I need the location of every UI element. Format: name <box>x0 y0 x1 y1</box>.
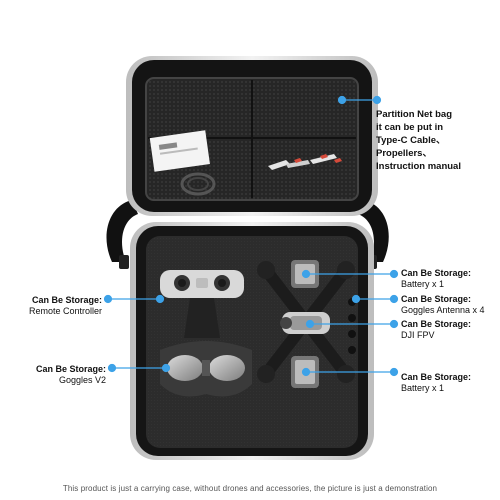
antenna-callout: Can Be Storage: Goggles Antenna x 4 <box>401 294 485 316</box>
dji-fpv-sub: DJI FPV <box>401 330 435 340</box>
goggles-sub: Goggles V2 <box>58 375 106 385</box>
remote-sub: Remote Controller <box>28 306 102 316</box>
case-lid <box>126 56 378 216</box>
net-line-5: Instruction manual <box>376 161 461 172</box>
battery-top-sub: Battery x 1 <box>401 279 445 289</box>
dji-fpv-title: Can Be Storage: <box>401 319 472 329</box>
net-line-1: Partition Net bag <box>376 109 453 120</box>
net-line-3: Type-C Cable、 <box>376 135 446 146</box>
goggles-callout: Can Be Storage: Goggles V2 <box>36 364 106 386</box>
battery-top-callout: Can Be Storage: Battery x 1 <box>401 268 471 290</box>
remote-title: Can Be Storage: <box>31 295 102 305</box>
cable-icon <box>180 172 216 196</box>
card-icon <box>149 130 210 172</box>
antenna-slots <box>348 298 356 354</box>
battery-bottom-callout: Can Be Storage: Battery x 1 <box>401 372 471 394</box>
disclaimer-text: This product is just a carrying case, wi… <box>62 484 438 493</box>
battery-bottom-sub: Battery x 1 <box>401 383 445 393</box>
remote-callout: Can Be Storage: Remote Controller <box>29 295 102 317</box>
callout-lines <box>103 95 399 377</box>
net-line-4: Propellers、 <box>376 148 432 159</box>
dji-fpv-callout: Can Be Storage: DJI FPV <box>401 319 471 341</box>
case-base <box>130 222 374 460</box>
propeller-icon <box>268 154 342 170</box>
antenna-sub: Goggles Antenna x 4 <box>401 305 485 315</box>
net-bag-callout: Partition Net bag it can be put in Type-… <box>376 108 461 173</box>
goggles-title: Can Be Storage: <box>35 364 106 374</box>
battery-bottom-title: Can Be Storage: <box>401 372 472 382</box>
goggles-v2 <box>160 341 252 397</box>
net-line-2: it can be put in <box>376 122 444 133</box>
dji-fpv-drone <box>257 261 355 383</box>
antenna-title: Can Be Storage: <box>401 294 472 304</box>
remote-controller <box>160 270 244 338</box>
battery-top-title: Can Be Storage: <box>401 268 472 278</box>
